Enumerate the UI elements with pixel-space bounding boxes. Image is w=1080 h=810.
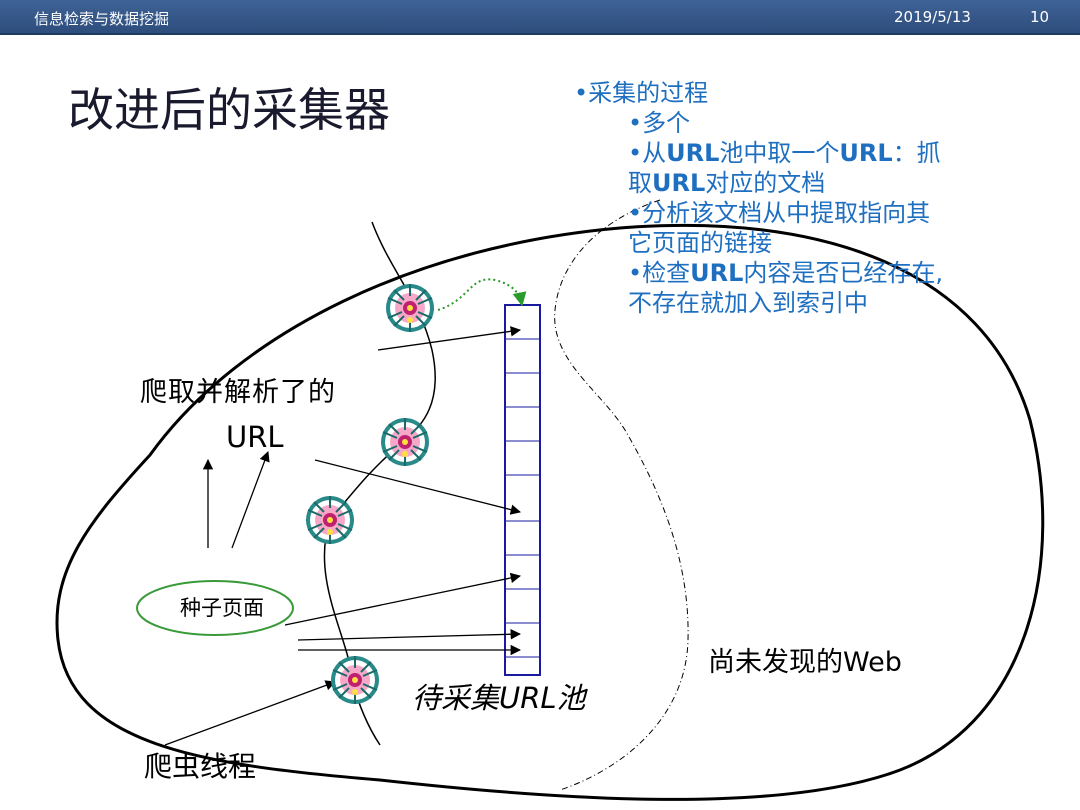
spider-web-icon — [305, 495, 355, 545]
process-bullets: •采集的过程 •多个 •从URL池中取一个URL：抓 取URL对应的文档 •分析… — [574, 78, 1014, 318]
slide-title: 改进后的采集器 — [68, 83, 390, 137]
bullet-item-parse-cont: 它页面的链接 — [628, 229, 772, 257]
undiscovered-web-label: 尚未发现的Web — [708, 647, 902, 678]
spider-web-icon — [385, 283, 435, 333]
course-name: 信息检索与数据挖掘 — [34, 10, 170, 28]
spider-web-icon — [380, 417, 430, 467]
bullet-item-fetch: •从URL池中取一个URL：抓 — [628, 139, 941, 167]
arrow-to-pool-2 — [314, 459, 522, 515]
bullet-item-parse: •分析该文档从中提取指向其 — [628, 199, 931, 227]
discovered-divider — [554, 199, 689, 791]
bullet-item-fetch-cont: 取URL对应的文档 — [628, 169, 826, 197]
url-pool-label: 待采集URL池 — [412, 681, 586, 715]
parsed-urls-label: 爬取并解析了的 — [140, 377, 336, 408]
url-pool — [504, 304, 541, 676]
seed-pages-ellipse — [136, 580, 294, 636]
arrow-to-pool-1 — [377, 326, 522, 351]
thread-pointer-1 — [164, 680, 336, 746]
web-boundary — [55, 223, 1045, 801]
slide-date: 2019/5/13 — [894, 8, 971, 26]
arrow-up-2 — [231, 451, 270, 549]
arrow-to-pool-3 — [284, 572, 522, 626]
crawler-thread-label: 爬虫线程 — [144, 750, 257, 783]
parsed-urls-url-label: URL — [226, 420, 284, 454]
fetch-dotted-arrow — [437, 278, 527, 311]
bullet-item-check-cont: 不存在就加入到索引中 — [628, 289, 868, 317]
slide-header: 信息检索与数据挖掘 2019/5/13 10 — [0, 0, 1080, 35]
bullet-item-multiple: •多个 — [628, 109, 691, 137]
bullet-item-check: •检查URL内容是否已经存在, — [628, 259, 944, 287]
spider-web-icon — [330, 655, 380, 705]
bullet-heading: •采集的过程 — [574, 79, 709, 107]
page-number: 10 — [1030, 8, 1050, 26]
arrow-to-pool-4 — [297, 629, 522, 641]
seed-pages-label: 种子页面 — [180, 596, 264, 620]
